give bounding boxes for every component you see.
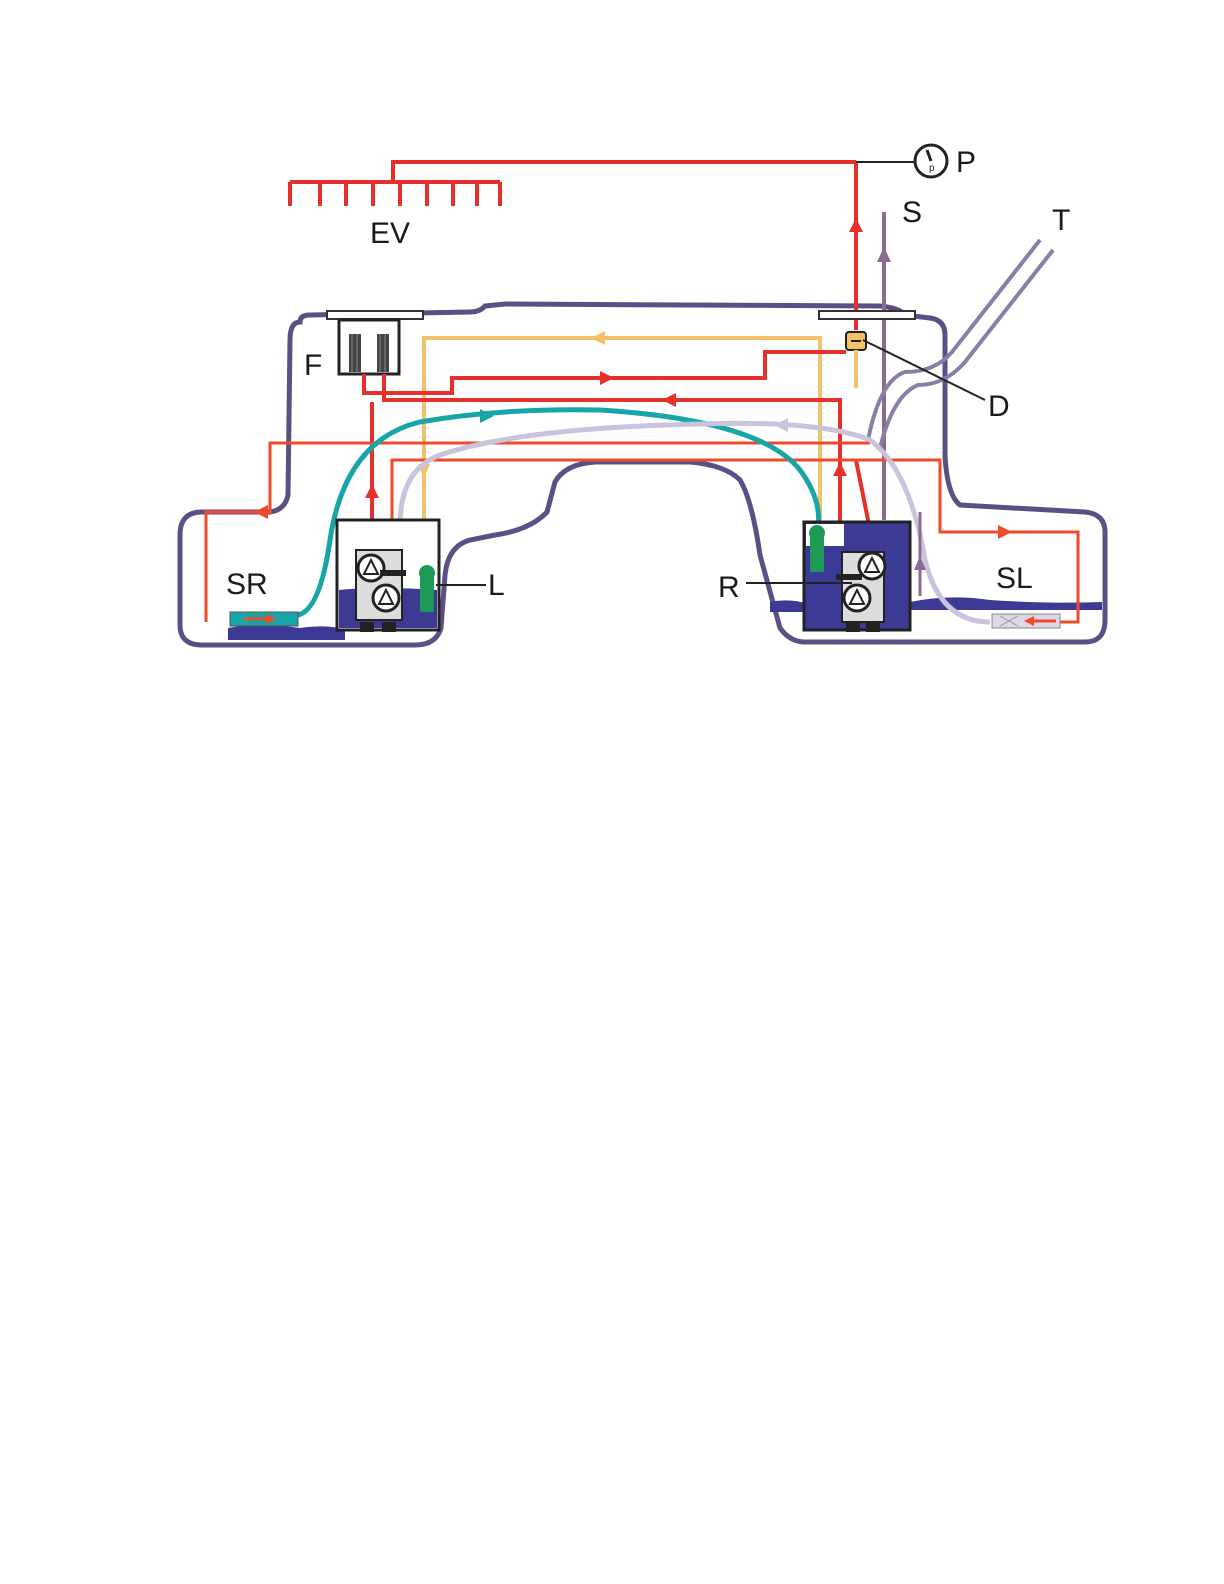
label-t: T	[1052, 204, 1070, 237]
regulator-leader	[863, 340, 985, 400]
pressure-line-arrow	[849, 218, 863, 232]
svg-text:p: p	[929, 163, 935, 174]
pump-module-right	[804, 522, 910, 632]
return-line-arrow	[591, 331, 605, 345]
pressure-gauge-icon: p	[915, 145, 947, 177]
injector-rail	[290, 162, 856, 206]
supply-lines	[364, 352, 873, 545]
level-sender-icon-right	[809, 525, 825, 572]
supply-arrow-2	[662, 393, 676, 407]
label-r: R	[718, 571, 740, 604]
feed-arrow-right	[998, 525, 1012, 539]
label-s: S	[902, 196, 922, 229]
jet-pump-icon	[230, 612, 298, 626]
vent-line-s-arrow	[877, 247, 891, 262]
label-p: P	[956, 146, 976, 179]
feed-arrow-left	[254, 505, 268, 519]
label-d: D	[988, 390, 1010, 423]
supply-arrow-3	[365, 484, 379, 498]
label-sl: SL	[996, 562, 1033, 595]
fuel-level-left	[228, 625, 345, 640]
transfer-line-lilac-arrow	[774, 418, 788, 432]
label-l: L	[488, 569, 505, 602]
fuel-filter-icon	[339, 320, 399, 374]
filler-neck-t	[868, 240, 1053, 448]
label-f: F	[304, 349, 322, 382]
jet-pump-icon-right	[992, 614, 1060, 628]
supply-arrow-1	[600, 371, 614, 385]
regulator-mount-plate	[819, 311, 915, 319]
level-sender-icon	[419, 565, 435, 612]
supply-arrow-4	[833, 462, 847, 476]
label-sr: SR	[226, 568, 268, 601]
filter-mount-plate	[327, 311, 423, 319]
return-line	[424, 338, 856, 525]
label-ev: EV	[370, 217, 410, 250]
pump-module-left	[337, 520, 439, 632]
